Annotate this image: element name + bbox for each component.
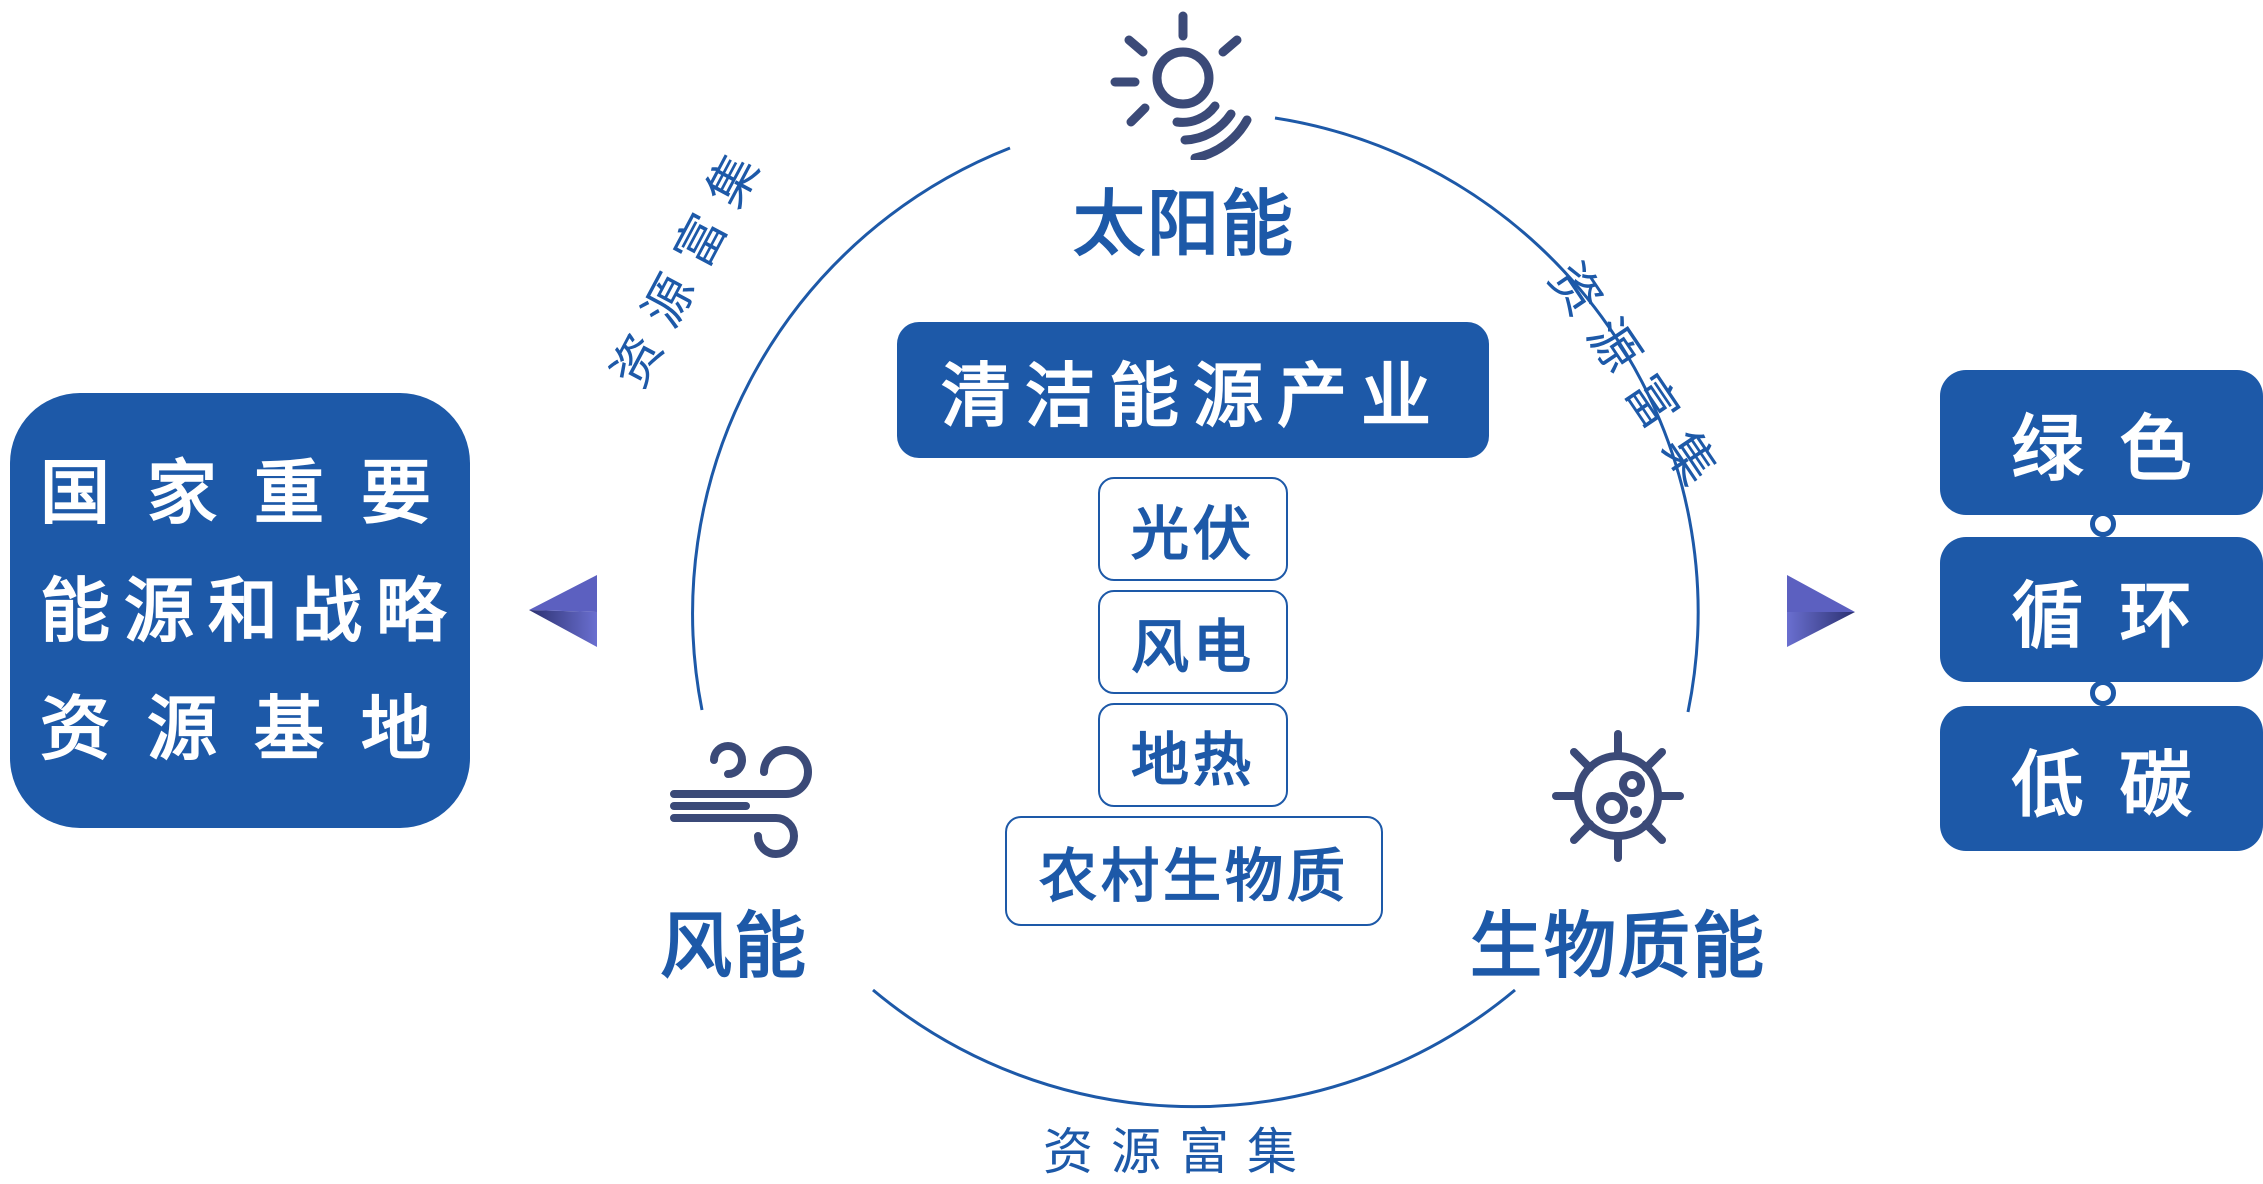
solar-label: 太阳能 xyxy=(1073,182,1296,266)
triangle-right-icon xyxy=(1787,612,1855,647)
left-box-line-2: 能源和战略 xyxy=(40,569,460,652)
green-box: 绿色 xyxy=(1940,370,2263,515)
wind-label: 风能 xyxy=(660,904,809,988)
low-carbon-box: 低碳 xyxy=(1940,706,2263,851)
circular-box: 循环 xyxy=(1940,537,2263,682)
arc-label-bottom: 资源富集 xyxy=(1043,1123,1315,1181)
biomass-label: 生物质能 xyxy=(1470,904,1767,988)
sun-icon xyxy=(1110,11,1252,160)
item-wind-power: 风电 xyxy=(1098,590,1288,694)
microbe-icon xyxy=(1552,730,1684,862)
item-geothermal: 地热 xyxy=(1098,703,1288,807)
national-base-box: 国家重要 能源和战略 资源基地 xyxy=(10,393,470,828)
connector-dot-1 xyxy=(2090,511,2116,537)
left-box-line-3: 资源基地 xyxy=(40,687,468,770)
triangle-left-icon-top xyxy=(529,575,597,612)
triangle-left-icon xyxy=(529,610,597,647)
cycle-ring xyxy=(691,116,1700,1109)
clean-energy-title: 清洁能源产业 xyxy=(897,322,1489,458)
wind-icon xyxy=(670,742,812,858)
triangle-right-icon-top xyxy=(1787,575,1855,612)
connector-dot-2 xyxy=(2090,680,2116,706)
left-box-line-1: 国家重要 xyxy=(40,451,468,534)
item-rural-biomass: 农村生物质 xyxy=(1005,816,1383,926)
item-photovoltaic: 光伏 xyxy=(1098,477,1288,581)
